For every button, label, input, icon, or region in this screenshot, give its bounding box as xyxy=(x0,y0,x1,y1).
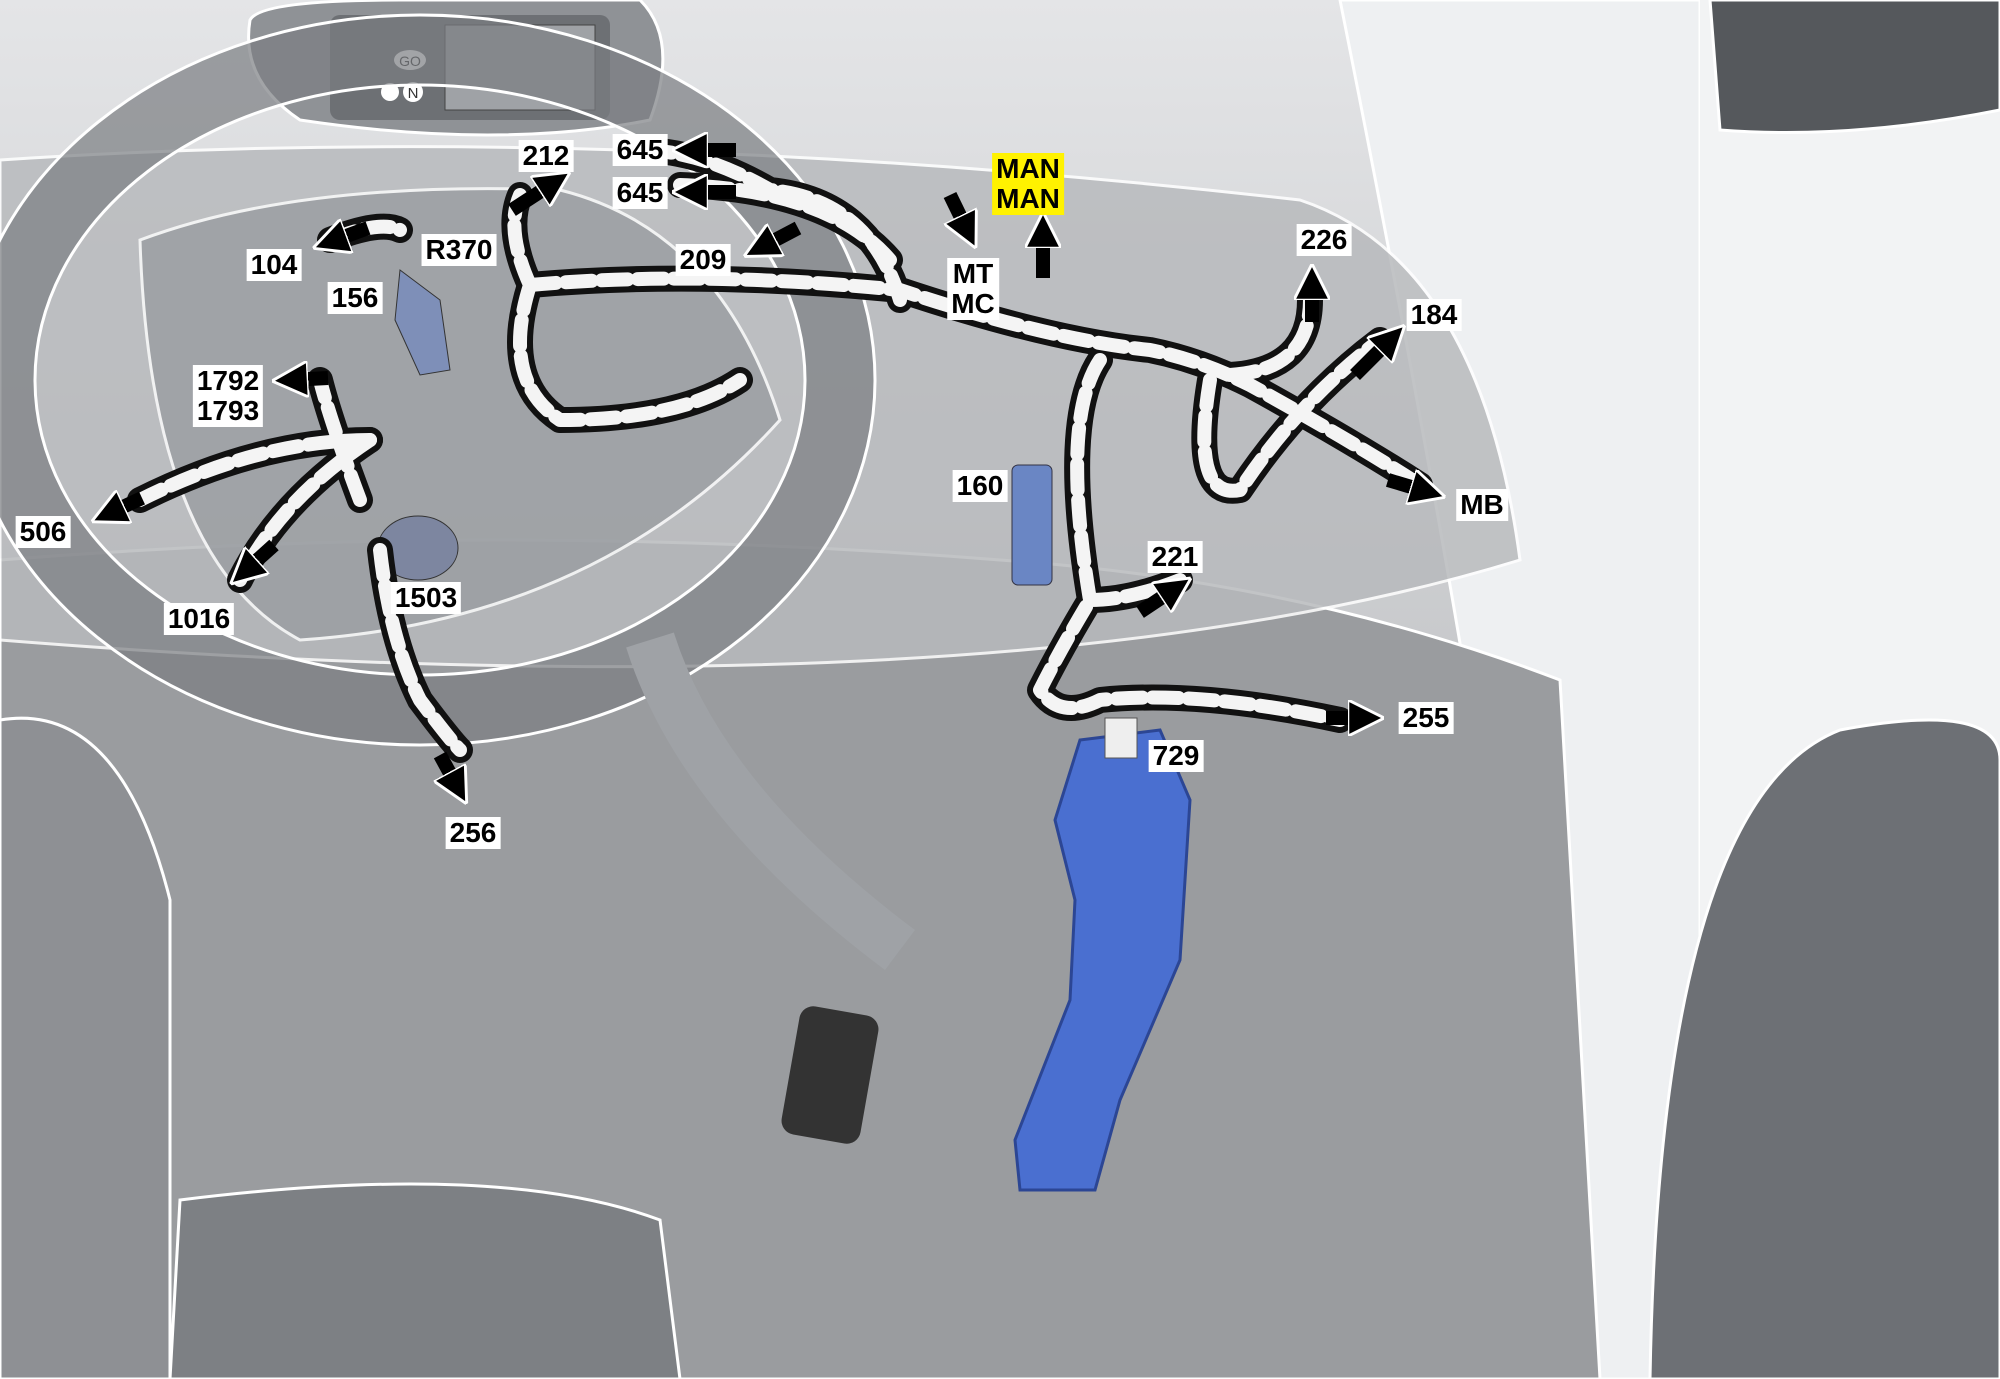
label-man-1: MAN xyxy=(996,153,1060,184)
mirror xyxy=(1708,0,2000,134)
floor-pan xyxy=(168,1182,682,1379)
arrow-1016 xyxy=(244,539,279,572)
label-1792: 1792 xyxy=(196,365,260,396)
label-221: 221 xyxy=(1147,541,1203,573)
label-209: 209 xyxy=(675,244,731,276)
label-1793: 1793 xyxy=(196,395,260,426)
label-man-2: MAN xyxy=(996,183,1060,214)
neutral-text: N xyxy=(408,85,419,102)
arrow-mt-mc xyxy=(950,191,968,232)
connector-156 xyxy=(394,269,451,376)
arrow-104 xyxy=(330,228,371,242)
label-mt-mc: MT MC xyxy=(947,258,999,320)
label-160: 160 xyxy=(952,470,1008,502)
arrow-184 xyxy=(1350,338,1392,380)
label-man: MAN MAN xyxy=(992,153,1064,215)
label-226: 226 xyxy=(1296,224,1352,256)
label-645-upper: 645 xyxy=(612,134,668,166)
label-mb: MB xyxy=(1456,489,1508,521)
label-r370: R370 xyxy=(421,234,497,266)
label-mt: MT xyxy=(952,258,994,289)
arrow-209 xyxy=(760,221,802,248)
arrow-1792 xyxy=(290,378,329,380)
label-mc: MC xyxy=(951,288,995,319)
wheel-arch xyxy=(1648,718,2000,1379)
label-1016: 1016 xyxy=(163,603,235,635)
label-729: 729 xyxy=(1148,740,1204,772)
label-506: 506 xyxy=(15,516,71,548)
label-184: 184 xyxy=(1406,299,1462,331)
arrow-221 xyxy=(1136,588,1176,618)
arrow-506 xyxy=(108,498,145,514)
brake-pedal xyxy=(626,632,916,1144)
arrow-mb xyxy=(1385,480,1428,492)
arrow-256 xyxy=(440,751,458,788)
label-156: 156 xyxy=(327,282,383,314)
brake-switch-160 xyxy=(1011,464,1053,586)
label-1503: 1503 xyxy=(390,582,462,614)
label-104: 104 xyxy=(246,249,302,281)
label-256: 256 xyxy=(445,817,501,849)
arrow-212 xyxy=(508,182,555,216)
label-645-lower: 645 xyxy=(612,177,668,209)
accelerator-pedal-module xyxy=(1013,717,1192,1192)
label-255: 255 xyxy=(1398,702,1454,734)
seat xyxy=(0,716,172,1379)
label-1792-1793: 1792 1793 xyxy=(192,365,264,427)
label-212: 212 xyxy=(518,140,574,172)
